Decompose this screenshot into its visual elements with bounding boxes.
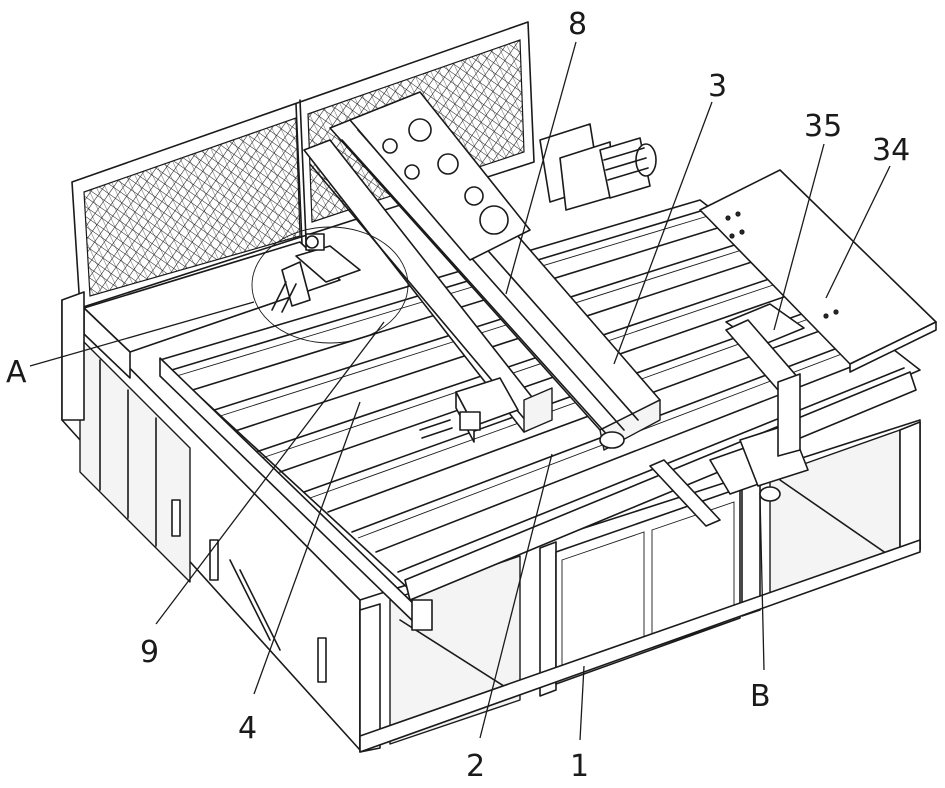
callout-leaders (29, 41, 891, 741)
carriage-9 (419, 377, 519, 443)
tilted-plate-34 (699, 169, 937, 373)
callout-35: 35 (804, 109, 842, 144)
leader-b (759, 495, 765, 671)
leader-9 (155, 321, 385, 625)
callout-1: 1 (570, 749, 589, 784)
leader-2 (479, 453, 553, 739)
callout-8: 8 (568, 7, 587, 42)
leader-8 (505, 41, 577, 295)
drive-motor (539, 123, 657, 211)
gantry-beam (329, 91, 661, 451)
leader-3 (613, 101, 713, 365)
callout-a: A (6, 355, 27, 390)
leader-1 (579, 665, 585, 741)
callout-9: 9 (140, 635, 159, 670)
callout-34: 34 (872, 133, 910, 168)
leader-a (29, 301, 255, 367)
callout-3: 3 (708, 69, 727, 104)
callout-4: 4 (238, 711, 257, 746)
carriage-b (649, 319, 809, 527)
callout-2: 2 (466, 749, 485, 784)
base-frame (61, 299, 921, 753)
leader-35 (773, 143, 825, 331)
callout-labels: 8 3 35 34 A 9 4 2 1 B (6, 7, 910, 784)
callout-b: B (750, 679, 771, 714)
gripper-assembly-a (251, 226, 409, 344)
leader-4 (253, 401, 361, 695)
gantry-rail-secondary (303, 139, 553, 433)
left-platform (61, 241, 341, 421)
leader-34 (825, 165, 891, 299)
